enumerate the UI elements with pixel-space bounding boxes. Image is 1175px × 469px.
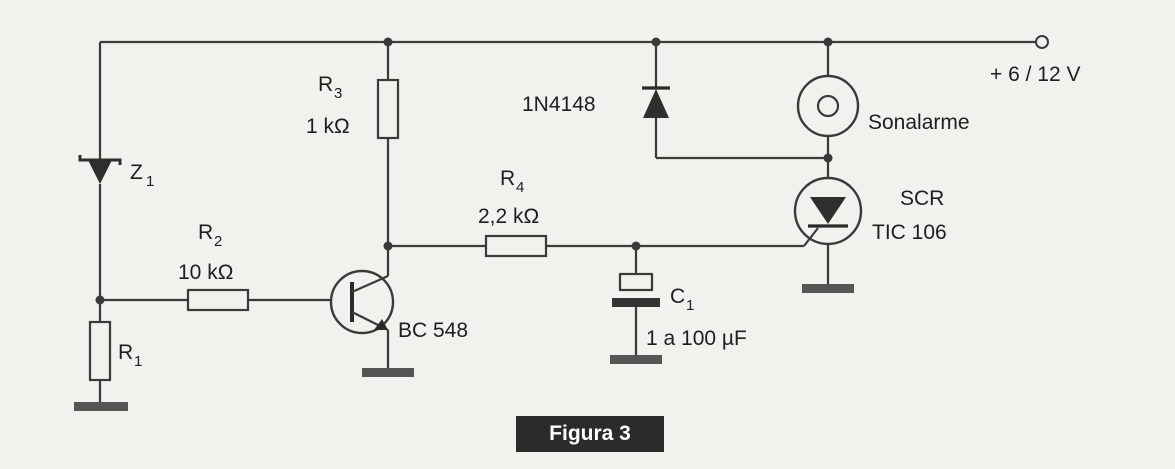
c1-value: 1 a 100 µF — [646, 327, 747, 350]
c1-label-sub: 1 — [686, 297, 695, 314]
r1-label: R — [118, 341, 134, 364]
transistor-label: BC 548 — [398, 319, 469, 342]
node-buzzer-scr — [823, 153, 833, 163]
r2-value: 10 kΩ — [178, 261, 234, 284]
ground-c1 — [610, 355, 662, 364]
z1-label: Z — [130, 161, 143, 184]
diode-body — [643, 89, 669, 118]
r1-label-sub: 1 — [134, 353, 143, 370]
ground-transistor — [362, 368, 414, 377]
scr-triangle — [810, 197, 846, 224]
figure-caption: Figura 3 — [516, 416, 664, 452]
buzzer-inner — [816, 94, 840, 118]
r1-body — [88, 320, 112, 382]
c1-label: C — [670, 285, 686, 308]
scr-label: SCR — [900, 187, 945, 210]
transistor-collector — [351, 274, 389, 294]
r4-value: 2,2 kΩ — [478, 205, 540, 228]
r3-label-sub: 3 — [334, 85, 343, 102]
buzzer-label: Sonalarme — [868, 111, 970, 134]
scr-gate — [803, 227, 819, 247]
r2-label: R — [198, 221, 214, 244]
r2-label-sub: 2 — [214, 233, 223, 250]
r4-body — [484, 234, 548, 258]
z1-label-sub: 1 — [146, 173, 155, 190]
transistor-arrow — [374, 319, 388, 330]
ground-r1 — [74, 402, 128, 411]
scr-model-label: TIC 106 — [872, 221, 947, 244]
z1-body — [88, 160, 112, 184]
c1-plate-positive — [618, 272, 654, 292]
r3-label: R — [318, 73, 334, 96]
diode-label: 1N4148 — [522, 93, 596, 116]
supply-label: + 6 / 12 V — [990, 63, 1081, 86]
r4-label-sub: 4 — [516, 179, 525, 196]
r4-label: R — [500, 167, 516, 190]
c1-plate-negative — [612, 298, 660, 307]
ground-scr — [802, 284, 854, 293]
transistor-body — [329, 269, 395, 335]
r2-body — [186, 288, 250, 312]
z1-bar — [78, 155, 122, 165]
supply-terminal — [1035, 35, 1049, 49]
r3-body — [376, 78, 400, 140]
r3-value: 1 kΩ — [306, 115, 350, 138]
